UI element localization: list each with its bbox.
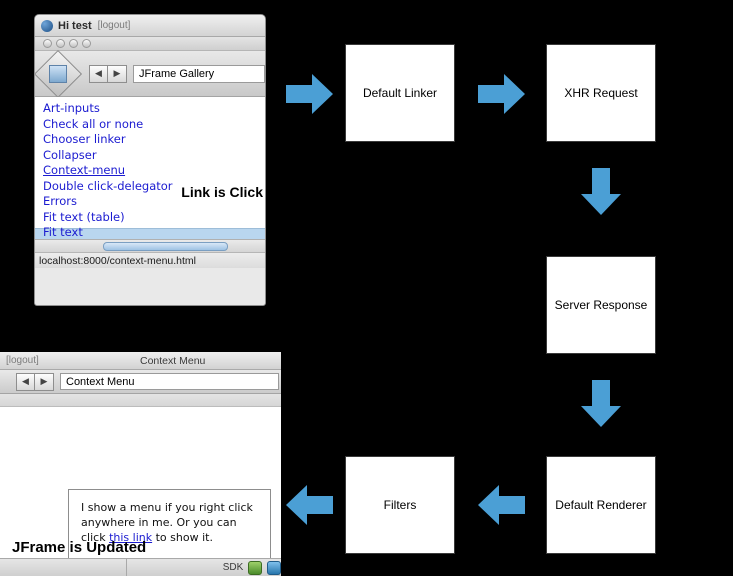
- annotation-jframe-is-updated: JFrame is Updated: [12, 539, 147, 556]
- toolbar-dots-row: [35, 37, 265, 51]
- flow-box-default-linker: Default Linker: [345, 44, 455, 142]
- progress-bar: [35, 228, 265, 239]
- gallery-link-list: Art-inputs Check all or none Chooser lin…: [43, 101, 265, 241]
- logout-link[interactable]: [logout]: [97, 20, 131, 31]
- list-item[interactable]: Double click-delegator: [43, 178, 173, 193]
- flow-box-default-renderer: Default Renderer: [546, 456, 656, 554]
- navigation-toolbar-bottom: ◀ ▶ Context Menu: [0, 370, 281, 394]
- logout-link[interactable]: [logout]: [6, 355, 39, 366]
- forward-button[interactable]: ▶: [108, 64, 127, 83]
- status-bar: localhost:8000/context-menu.html: [35, 252, 265, 268]
- toolbar-dot-icon[interactable]: [43, 39, 52, 48]
- arrow-left-out-of-filters: [286, 483, 334, 527]
- toolbar-divider: [0, 394, 281, 407]
- flow-box-server-response: Server Response: [546, 256, 656, 354]
- list-item[interactable]: Check all or none: [43, 116, 144, 131]
- list-item[interactable]: Fit text: [43, 225, 83, 239]
- list-item[interactable]: Fit text (table): [43, 209, 125, 224]
- sdk-label: SDK: [222, 562, 244, 573]
- browser-window-top: Hi test [logout] ◀ ▶ JFrame Gallery Art-…: [34, 14, 266, 306]
- scrollbar-thumb[interactable]: [103, 242, 228, 251]
- globe-icon: [41, 19, 53, 32]
- sdk-blue-icon[interactable]: [267, 560, 281, 575]
- toolbar-dot-icon[interactable]: [69, 39, 78, 48]
- flow-box-label: Default Linker: [362, 86, 438, 100]
- page-content-top: Art-inputs Check all or none Chooser lin…: [35, 97, 265, 239]
- flow-box-label: Default Renderer: [555, 498, 647, 512]
- status-bar-left-pane: [0, 559, 127, 576]
- toolbar-dot-icon[interactable]: [56, 39, 65, 48]
- flow-box-label: Filters: [383, 498, 417, 512]
- panel-text-tail: to show it.: [152, 531, 213, 544]
- context-menu-title: Context Menu: [140, 355, 206, 367]
- window-titlebar: Hi test [logout]: [35, 15, 265, 37]
- context-menu-demo-panel[interactable]: I show a menu if you right click anywher…: [68, 489, 271, 564]
- arrow-down-to-server-response: [579, 168, 623, 216]
- flow-box-label: XHR Request: [564, 86, 638, 100]
- flow-box-xhr-request: XHR Request: [546, 44, 656, 142]
- nav-button-group: ◀ ▶: [89, 64, 127, 83]
- back-button[interactable]: ◀: [89, 64, 108, 83]
- sdk-green-icon[interactable]: [248, 560, 263, 575]
- list-item[interactable]: Collapser: [43, 147, 97, 162]
- arrow-left-to-filters: [478, 483, 526, 527]
- list-item[interactable]: Chooser linker: [43, 132, 126, 146]
- list-item-context-menu[interactable]: Context-menu: [43, 163, 126, 177]
- annotation-link-is-click: Link is Click: [181, 184, 263, 200]
- forward-button[interactable]: ▶: [35, 372, 54, 391]
- status-url: localhost:8000/context-menu.html: [39, 254, 197, 267]
- back-button[interactable]: ◀: [16, 372, 35, 391]
- list-item[interactable]: Art-inputs: [43, 101, 100, 115]
- panel-link[interactable]: this link: [109, 531, 153, 544]
- flow-box-filters: Filters: [345, 456, 455, 554]
- nav-button-group: ◀ ▶: [16, 372, 54, 391]
- window-title: Hi test: [58, 19, 92, 32]
- address-field[interactable]: JFrame Gallery: [133, 64, 265, 83]
- arrow-right-to-default-linker: [286, 72, 334, 116]
- window-titlebar-bottom: [logout] Context Menu: [0, 352, 281, 370]
- navigation-toolbar: ◀ ▶ JFrame Gallery: [35, 49, 265, 98]
- page-content-bottom: I show a menu if you right click anywher…: [0, 407, 281, 564]
- panel-text: I show a menu if you right click anywher…: [81, 501, 253, 544]
- browser-window-bottom: [logout] Context Menu ◀ ▶ Context Menu I…: [0, 352, 281, 576]
- arrow-down-to-default-renderer: [579, 380, 623, 428]
- list-item[interactable]: Errors: [43, 194, 78, 208]
- address-field[interactable]: Context Menu: [60, 373, 279, 390]
- flow-box-label: Server Response: [554, 298, 648, 312]
- arrow-right-to-xhr-request: [478, 72, 526, 116]
- bottom-status-bar: SDK: [0, 558, 281, 576]
- app-diamond-icon: [35, 49, 83, 98]
- toolbar-dot-icon[interactable]: [82, 39, 91, 48]
- horizontal-scrollbar[interactable]: [35, 239, 265, 252]
